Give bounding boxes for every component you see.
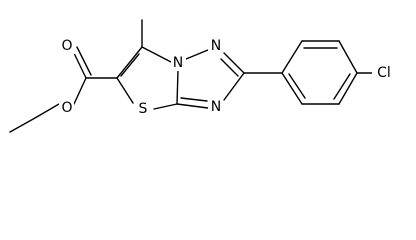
bond-ph-1-2 [281,40,303,74]
atom-s-ring: S [136,101,151,117]
atom-n-bridge: N [171,55,186,71]
atom-label-o-ester: O [61,100,72,116]
bond-ph-4-5 [338,72,358,105]
bond-ethyl-ch3-ch2 [9,117,36,133]
bond-c7a-n-bridge [176,69,179,105]
atom-label-s-ring: S [139,101,148,117]
atom-cl: Cl [372,65,396,81]
bond-c6-c5-double [120,53,140,77]
bond-c2-n-bottom [223,72,245,101]
atom-label-n-bottom: N [211,99,221,115]
atom-label-cl: Cl [377,65,391,81]
bond-n-bottom-c7a [176,103,209,109]
bond-o-carbonyl-c [73,77,87,105]
bond-c6-c5 [116,46,143,79]
atom-label-n-top: N [211,38,221,54]
atom-o-carbonyl: O [60,38,75,54]
atom-n-bottom: N [208,99,223,115]
bond-ethyl-ch2-o [34,103,60,119]
bond-ph-inner-c [288,73,306,99]
bond-carbonyl-c-o-double-2 [76,46,92,76]
atom-o-ester: O [59,100,74,116]
atom-n-top: N [208,38,223,54]
bond-s-c7a [153,103,178,110]
bond-c5-s [116,77,134,104]
bond-n-bottom-c7a-double [180,97,208,102]
atom-label-o-carbonyl: O [61,38,72,54]
molecule-diagram: O O S N N N Cl [9,19,396,133]
structure-svg: O O S N N N Cl [9,19,396,133]
bond-ph-3-4 [338,40,358,74]
bond-n-top-c2 [223,52,245,74]
bond-ph-inner-b [333,73,351,100]
bond-n-bridge-c6 [141,46,172,63]
bond-ph-6-1 [281,72,303,105]
bond-n-top-c2-double [220,58,239,77]
atom-label-n-bridge: N [173,55,183,71]
bond-n-bridge-n-top [185,49,209,60]
